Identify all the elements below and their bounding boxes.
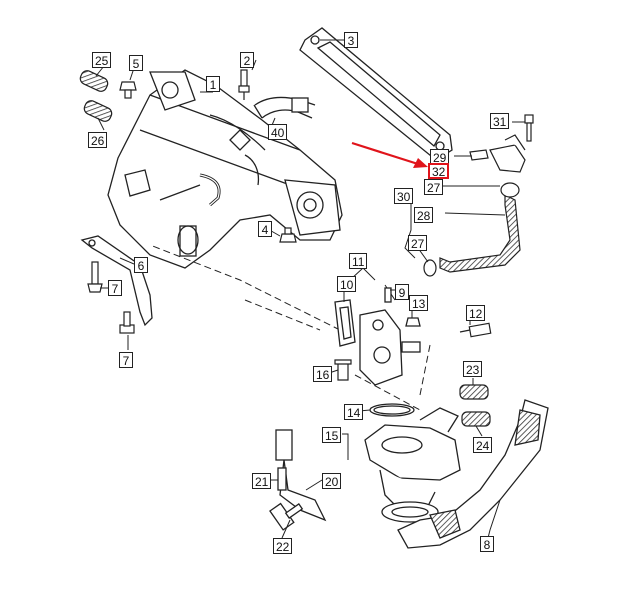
- callout-26: 26: [88, 132, 108, 148]
- callout-16: 16: [313, 366, 333, 382]
- thermostat-housing: [364, 407, 461, 523]
- callout-40: 40: [268, 124, 288, 140]
- callout-24: 24: [473, 437, 493, 453]
- callout-27b: 27: [408, 235, 428, 251]
- callout-9: 9: [395, 284, 409, 300]
- highlight-arrow: [351, 141, 428, 168]
- callout-13: 13: [409, 295, 429, 311]
- callout-22: 22: [273, 538, 293, 554]
- callout-23: 23: [463, 361, 483, 377]
- o-ring-14: [369, 403, 415, 417]
- bolt-16: [334, 359, 352, 381]
- bolts-7: [87, 261, 135, 334]
- callout-32-highlighted: 32: [428, 163, 450, 179]
- callout-30: 30: [394, 188, 414, 204]
- callout-15: 15: [322, 427, 342, 443]
- caps-25-26: [79, 70, 113, 122]
- callout-2: 2: [240, 52, 254, 68]
- callout-12: 12: [466, 305, 486, 321]
- coolant-hose-8: [397, 399, 549, 549]
- bolt-4: [279, 227, 297, 243]
- callout-14: 14: [344, 404, 364, 420]
- callout-10: 10: [337, 276, 357, 292]
- callout-5: 5: [129, 55, 143, 71]
- callout-7b: 7: [119, 352, 133, 368]
- callout-8: 8: [480, 536, 494, 552]
- parts-29-31: [469, 114, 534, 173]
- callout-28: 28: [414, 207, 434, 223]
- sensor-2: [238, 69, 250, 100]
- hose-40: [253, 96, 316, 119]
- callout-3: 3: [344, 32, 358, 48]
- callout-7a: 7: [108, 280, 122, 296]
- callout-4: 4: [258, 221, 272, 237]
- callout-27a: 27: [424, 179, 444, 195]
- callout-6: 6: [134, 257, 148, 273]
- bracket-20: [269, 429, 327, 531]
- callout-11: 11: [349, 253, 368, 269]
- coolant-flange: [334, 287, 421, 386]
- callout-20: 20: [322, 473, 342, 489]
- bolt-5: [119, 81, 137, 99]
- bracket-6: [80, 235, 153, 327]
- hose-28: [423, 182, 521, 277]
- callout-31: 31: [490, 113, 510, 129]
- manifold-gasket: [299, 27, 453, 161]
- callout-25: 25: [92, 52, 112, 68]
- callout-1: 1: [206, 76, 220, 92]
- callout-21: 21: [252, 473, 272, 489]
- sensor-12: [459, 322, 492, 338]
- caps-23-24: [459, 384, 491, 427]
- intake-manifold: [107, 69, 343, 269]
